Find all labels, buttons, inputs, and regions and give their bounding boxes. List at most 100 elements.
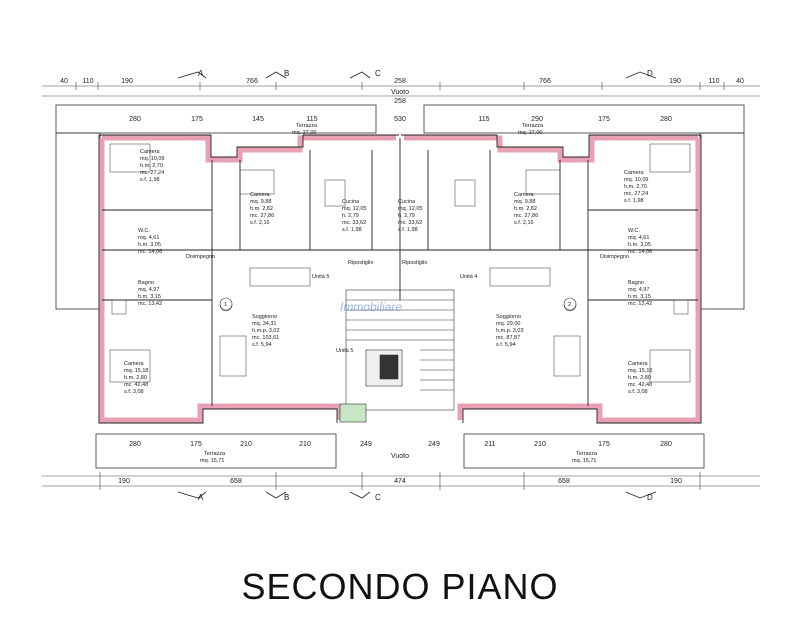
- section-c-bottom: C: [375, 493, 381, 502]
- room-cucina-r-name: Cucina: [398, 199, 416, 205]
- dim-top2-2: 175: [191, 116, 203, 123]
- room-cucina-l-name: Cucina: [342, 199, 360, 205]
- room-bagno-r-mq: mq. 4,97: [628, 287, 649, 293]
- unit-right-label: Unità 4: [460, 274, 477, 280]
- dim-top-6: 766: [539, 78, 551, 85]
- room-wc-l-name: W.C.: [138, 228, 150, 234]
- room-camera-tr-name: Camera: [624, 170, 645, 176]
- disimpegno-right: Disimpegno: [600, 254, 629, 260]
- dim-bot-6: 249: [428, 441, 440, 448]
- dim-top2-1: 280: [129, 116, 141, 123]
- section-a-bottom: A: [198, 493, 204, 502]
- watermark-logo: Immobiliare: [339, 300, 402, 314]
- room-camera-bl-hm: h.m. 2,80: [124, 375, 147, 381]
- room-camera-bl-mq: mq. 15,18: [124, 368, 148, 374]
- room-soggiorno-r-hmp: h.m.p. 3,03: [496, 328, 524, 334]
- dim-bot-2: 175: [190, 441, 202, 448]
- room-camera-br-hm: h.m. 2,80: [628, 375, 651, 381]
- room-camera-tl-mc: mc. 27,24: [140, 170, 164, 176]
- page-title: SECONDO PIANO: [241, 566, 559, 607]
- dimension-lines: [42, 82, 760, 490]
- room-cucina-r-h: h. 2,79: [398, 213, 415, 219]
- unit-marker-1: 1: [224, 302, 227, 308]
- dim-top-9: 40: [736, 78, 744, 85]
- dim-bot-10: 280: [660, 441, 672, 448]
- room-camera-tr-hm: h.m. 2,70: [624, 184, 647, 190]
- room-camera-tl2-sf: s.f. 2,16: [250, 220, 270, 226]
- room-camera-tl2-mq: mq. 9,88: [250, 199, 271, 205]
- room-soggiorno-r-sf: s.f. 5,94: [496, 342, 516, 348]
- room-wc-l-mq: mq. 4,61: [138, 235, 159, 241]
- terrace-labels: Terrazza mq. 27,00 Terrazza mq. 27,00 Te…: [200, 123, 598, 464]
- room-camera-tr-sf: s.f. 1,98: [624, 198, 644, 204]
- room-soggiorno-r-mc: mc. 87,87: [496, 335, 520, 341]
- dim-top2-8: 175: [598, 116, 610, 123]
- ripostiglio-left: Ripostiglio: [348, 260, 373, 266]
- dim-bot-8: 210: [534, 441, 546, 448]
- room-bagno-r-mc: mc. 13,42: [628, 301, 652, 307]
- disimpegno-left: Disimpegno: [186, 254, 215, 260]
- room-camera-br-mq: mq. 15,16: [628, 368, 652, 374]
- terrace-top-left-name: Terrazza: [296, 123, 318, 129]
- room-camera-br-mc: mc. 42,48: [628, 382, 652, 388]
- dimension-labels-top: 40 110 190 766 258 766 190 110 40 258 Vu…: [60, 78, 744, 123]
- dim-bot2-4: 658: [558, 478, 570, 485]
- room-bagno-r-hm: h.m. 3,15: [628, 294, 651, 300]
- terrace-bottom-right-area: mq. 15,71: [572, 458, 596, 464]
- dim-bot-1: 280: [129, 441, 141, 448]
- room-cucina-r-mq: mq. 12,05: [398, 206, 422, 212]
- room-bagno-l-hm: h.m. 3,15: [138, 294, 161, 300]
- room-soggiorno-r-mq: mq. 29,00: [496, 321, 520, 327]
- stairwell: [339, 289, 455, 423]
- dim-bot-5: 249: [360, 441, 372, 448]
- room-cucina-r-sf: s.f. 1,98: [398, 227, 418, 233]
- section-b-top: B: [284, 69, 289, 78]
- unit-marker-2: 2: [568, 302, 571, 308]
- room-soggiorno-l-name: Soggiorno: [252, 314, 277, 320]
- room-wc-r-mc: mc. 14,06: [628, 249, 652, 255]
- terrace-top-right-area: mq. 27,00: [518, 130, 542, 136]
- room-cucina-l-h: h. 2,79: [342, 213, 359, 219]
- vuoto-bottom: Vuoto: [391, 453, 409, 460]
- unit-left-label: Unità 5: [312, 274, 329, 280]
- room-wc-l-hm: h.m. 3,05: [138, 242, 161, 248]
- room-soggiorno-r-name: Soggiorno: [496, 314, 521, 320]
- room-camera-bl-sf: s.f. 3,08: [124, 389, 144, 395]
- section-a-top: A: [198, 69, 204, 78]
- dim-bot-7: 211: [484, 441, 495, 448]
- dim-bot2-5: 190: [670, 478, 682, 485]
- room-wc-l-mc: mc. 14,06: [138, 249, 162, 255]
- section-b-bottom: B: [284, 493, 289, 502]
- room-bagno-r-name: Bagno: [628, 280, 644, 286]
- dim-center-top: 258: [394, 98, 406, 105]
- terrace-bottom-left-name: Terrazza: [204, 451, 226, 457]
- dim-bot2-2: 658: [230, 478, 242, 485]
- room-cucina-l-mq: mq. 12,05: [342, 206, 366, 212]
- room-bagno-l-mc: mc. 13,42: [138, 301, 162, 307]
- section-labels: A B C D A B C D: [198, 69, 653, 502]
- room-camera-tr2-name: Camera: [514, 192, 535, 198]
- room-cucina-r-mc: mc. 33,62: [398, 220, 422, 226]
- room-camera-br-sf: s.f. 3,08: [628, 389, 648, 395]
- dim-top2-9: 280: [660, 116, 672, 123]
- section-markers: [177, 71, 657, 499]
- vuoto-top: Vuoto: [391, 89, 409, 96]
- room-camera-tr2-hm: h.m. 2,82: [514, 206, 537, 212]
- room-wc-r-mq: mq. 4,61: [628, 235, 649, 241]
- room-cucina-l-sf: s.f. 1,98: [342, 227, 362, 233]
- dim-top-3: 190: [121, 78, 133, 85]
- room-camera-tr-mc: mc. 27,24: [624, 191, 648, 197]
- dim-bot-4: 210: [299, 441, 311, 448]
- section-d-bottom: D: [647, 493, 653, 502]
- dim-bot-9: 175: [598, 441, 610, 448]
- dim-top2-6: 115: [478, 116, 489, 123]
- room-soggiorno-l-sf: s.f. 5,94: [252, 342, 272, 348]
- dimension-labels-bottom: 280 175 210 210 249 249 211 210 175 280 …: [118, 441, 682, 485]
- room-wc-r-name: W.C.: [628, 228, 640, 234]
- room-wc-r-hm: h.m. 3,05: [628, 242, 651, 248]
- room-bagno-l-mq: mq. 4,97: [138, 287, 159, 293]
- terrace-bottom-left-area: mq. 15,71: [200, 458, 224, 464]
- terrace-outlines: [55, 104, 745, 469]
- room-soggiorno-l-mq: mq. 34,31: [252, 321, 276, 327]
